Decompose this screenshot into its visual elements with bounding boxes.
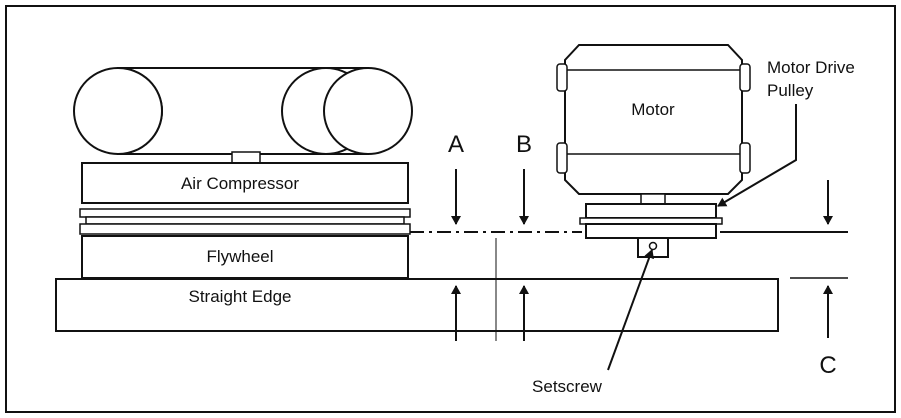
motor-pulley-lower bbox=[585, 223, 717, 239]
flywheel-plate-middle bbox=[85, 216, 405, 225]
straight-edge-label: Straight Edge bbox=[188, 287, 291, 306]
motor-drive-pulley-label-line2: Pulley bbox=[767, 81, 814, 100]
motor-drive-pulley-label-line1: Motor Drive bbox=[767, 58, 855, 77]
flywheel-label: Flywheel bbox=[206, 247, 273, 266]
compressor-neck bbox=[231, 151, 261, 164]
motor-pulley-upper bbox=[585, 203, 717, 219]
motor-label: Motor bbox=[631, 100, 675, 119]
straight-edge-bar bbox=[55, 278, 779, 332]
motor-drive-pulley-leader bbox=[717, 104, 797, 207]
motor-body bbox=[556, 44, 751, 195]
motor-shaft bbox=[640, 193, 666, 205]
label-a: A bbox=[448, 131, 464, 158]
setscrew-leader bbox=[607, 249, 654, 371]
label-c: C bbox=[819, 352, 836, 379]
flywheel-plate-lower bbox=[79, 223, 411, 235]
setscrew-label: Setscrew bbox=[532, 377, 603, 396]
setscrew-hole bbox=[648, 241, 658, 251]
compressor-cylinders bbox=[73, 67, 413, 155]
air-compressor-label: Air Compressor bbox=[181, 174, 299, 193]
air-compressor-body bbox=[81, 162, 409, 204]
label-b: B bbox=[516, 131, 532, 158]
flywheel-plate-upper bbox=[79, 208, 411, 218]
